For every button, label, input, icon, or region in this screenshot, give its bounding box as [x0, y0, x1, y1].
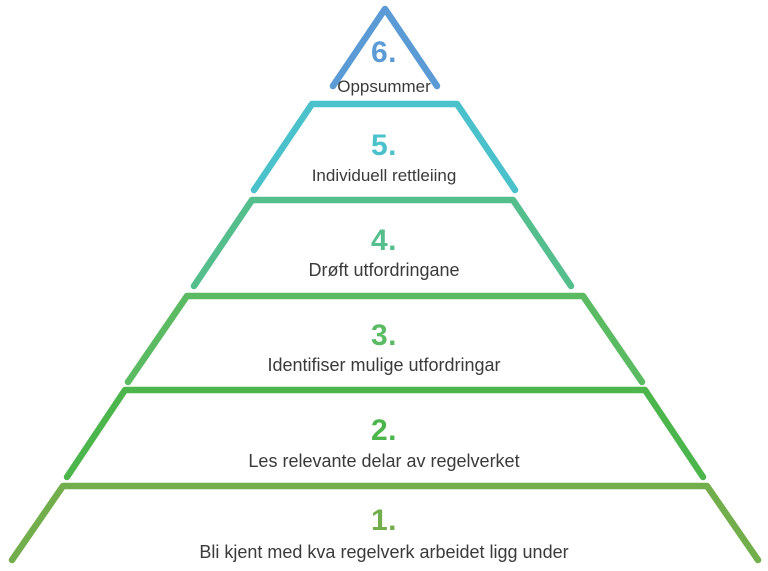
pyramid-level-3-outline — [124, 292, 646, 386]
pyramid-level-2-outline — [63, 386, 707, 481]
pyramid-level-6-outline — [329, 5, 441, 90]
pyramid-level-4-outline — [190, 196, 575, 290]
pyramid-level-5-outline — [250, 100, 519, 194]
pyramid-level-1-outline — [8, 482, 762, 564]
